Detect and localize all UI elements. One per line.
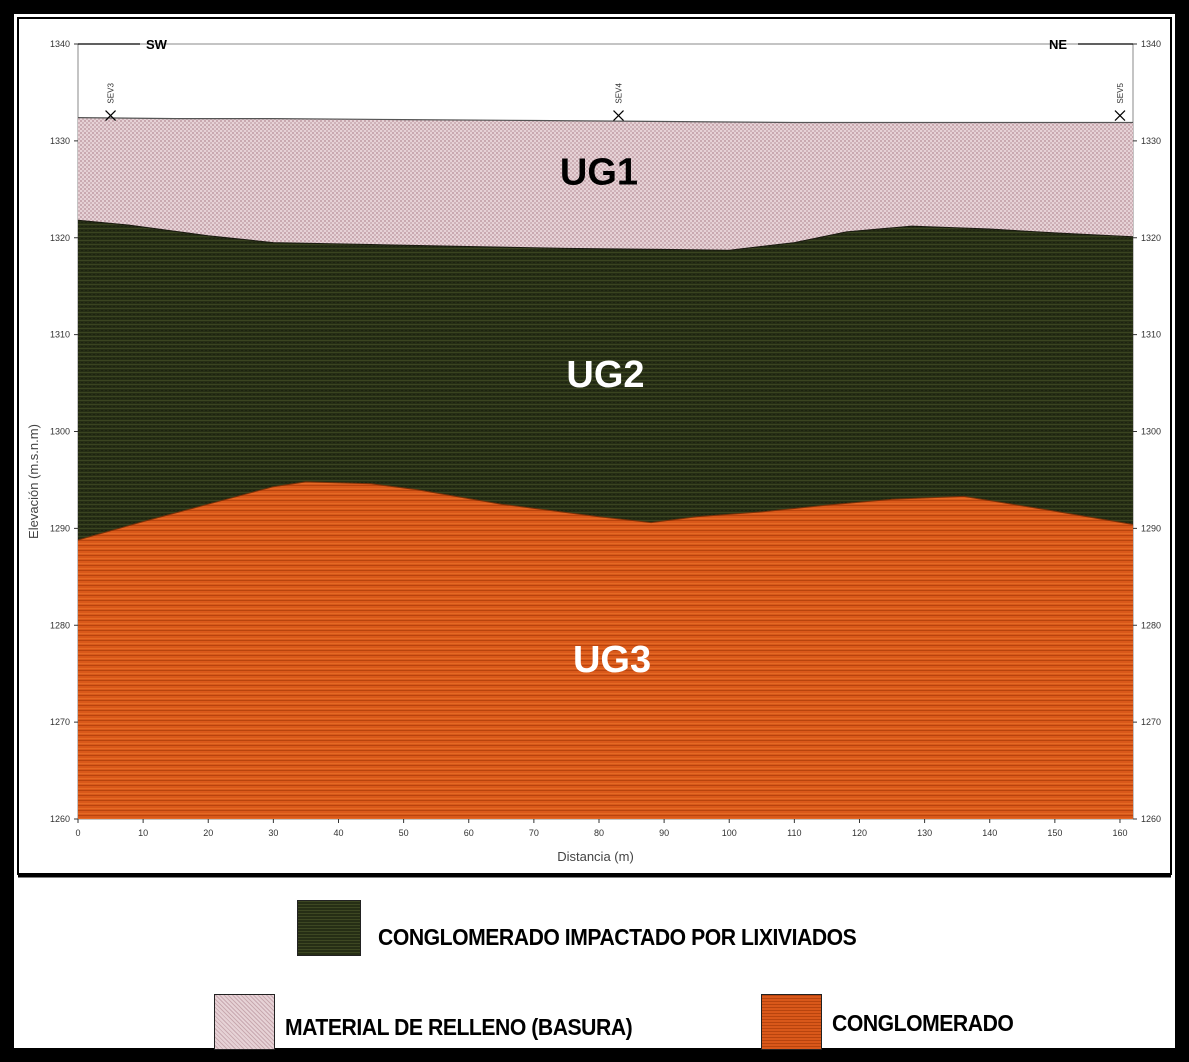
y-tick-label-right: 1330: [1141, 136, 1161, 146]
x-tick-label: 90: [659, 828, 669, 838]
x-tick-label: 150: [1047, 828, 1062, 838]
y-tick-label-right: 1270: [1141, 717, 1161, 727]
x-tick-label: 80: [594, 828, 604, 838]
sounding-marker: [105, 110, 116, 121]
legend-label-impacted: CONGLOMERADO IMPACTADO POR LIXIVIADOS: [378, 924, 857, 950]
y-tick-label-left: 1310: [50, 330, 70, 340]
y-tick-label-right: 1260: [1141, 814, 1161, 824]
direction-label-ne: NE: [1049, 37, 1067, 52]
y-tick-label-right: 1290: [1141, 523, 1161, 533]
sounding-label: SEV4: [615, 83, 624, 104]
y-tick-label-right: 1320: [1141, 233, 1161, 243]
x-tick-label: 50: [399, 828, 409, 838]
sounding-marker: [613, 110, 624, 121]
x-tick-label: 100: [722, 828, 737, 838]
unit-label-ug2: UG2: [566, 354, 644, 396]
sounding-marker: [1114, 110, 1126, 121]
boundary-ug2-ug3: [77, 481, 1134, 541]
x-tick-label: 0: [75, 828, 80, 838]
x-tick-label: 110: [787, 828, 801, 838]
legend-label-fill: MATERIAL DE RELLENO (BASURA): [285, 1014, 633, 1040]
y-tick-label-left: 1280: [50, 620, 70, 630]
x-tick-label: 160: [1112, 828, 1127, 838]
ground-surface-line: [77, 117, 1133, 124]
y-tick-label-left: 1320: [50, 233, 70, 243]
y-tick-label-right: 1280: [1141, 620, 1161, 630]
unit-label-ug1: UG1: [560, 151, 638, 193]
x-tick-label: 70: [529, 828, 539, 838]
sounding-label: SEV5: [1116, 83, 1125, 104]
legend-swatch-conglomerate: [761, 994, 822, 1050]
x-tick-label: 20: [203, 828, 213, 838]
x-tick-label: 140: [982, 828, 997, 838]
x-tick-label: 60: [464, 828, 474, 838]
y-tick-label-left: 1340: [50, 39, 70, 49]
y-tick-label-left: 1330: [50, 136, 70, 146]
y-tick-label-left: 1290: [50, 523, 70, 533]
y-tick-label-right: 1300: [1141, 427, 1161, 437]
unit-ug2-area: [78, 220, 1133, 541]
sounding-label: SEV3: [107, 83, 116, 104]
x-axis-title: Distancia (m): [557, 849, 634, 864]
unit-ug1-area: [78, 117, 1133, 251]
legend-label-conglomerate: CONGLOMERADO: [832, 1010, 1014, 1036]
boundary-ug1-ug2: [77, 219, 1134, 251]
y-tick-label-left: 1270: [50, 717, 70, 727]
legend-swatch-fill: [214, 994, 275, 1050]
unit-ug3-area: [78, 481, 1133, 819]
x-tick-label: 120: [852, 828, 867, 838]
legend-swatch-impacted: [297, 900, 361, 956]
x-tick-label: 30: [268, 828, 278, 838]
unit-label-ug3: UG3: [573, 639, 651, 681]
direction-label-sw: SW: [146, 37, 168, 52]
x-tick-label: 10: [138, 828, 148, 838]
y-tick-label-left: 1300: [50, 427, 70, 437]
x-tick-label: 40: [333, 828, 343, 838]
x-tick-label: 130: [917, 828, 932, 838]
y-axis-title: Elevación (m.s.n.m): [26, 424, 41, 539]
y-tick-label-right: 1340: [1141, 39, 1161, 49]
y-tick-label-right: 1310: [1141, 330, 1161, 340]
y-tick-label-left: 1260: [50, 814, 70, 824]
